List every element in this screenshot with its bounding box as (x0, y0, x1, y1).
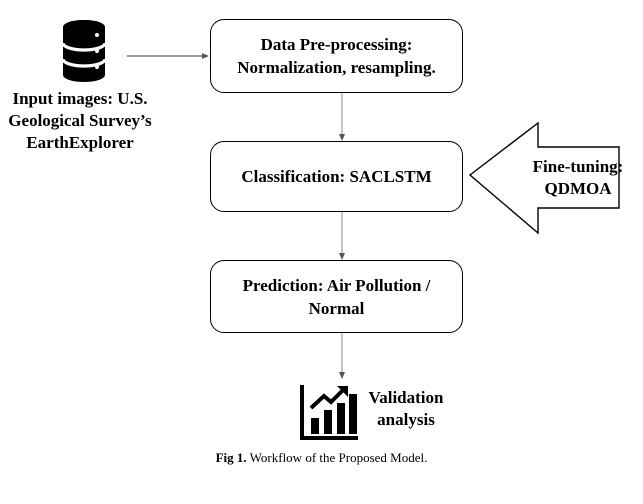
figure-caption: Fig 1. Workflow of the Proposed Model. (0, 449, 643, 467)
database-icon (61, 20, 107, 82)
validation-label: Validation analysis (362, 387, 450, 431)
validation-label-line: Validation (368, 388, 444, 407)
input-label-line: Input images: U.S. (12, 89, 148, 108)
finetuning-label-line: Fine-tuning: (532, 157, 624, 176)
validation-label-line: analysis (377, 410, 435, 429)
step-prediction: Prediction: Air Pollution / Normal (210, 260, 463, 333)
step-preprocessing: Data Pre-processing: Normalization, resa… (210, 19, 463, 93)
step-text: Normal (308, 298, 365, 318)
caption-text: Workflow of the Proposed Model. (246, 450, 428, 465)
arrow-left-icon (468, 121, 620, 235)
input-label: Input images: U.S. Geological Survey’s E… (4, 88, 156, 154)
finetuning-label: Fine-tuning: QDMOA (528, 156, 628, 200)
finetuning-label-line: QDMOA (544, 179, 612, 198)
input-label-line: Geological Survey’s (8, 111, 152, 130)
bar-chart-growth-icon (300, 385, 358, 440)
step-text: Prediction: Air Pollution / (242, 275, 431, 295)
step-classification: Classification: SACLSTM (210, 141, 463, 212)
step-text: Classification: SACLSTM (241, 167, 432, 186)
step-text: Normalization, resampling. (237, 58, 436, 77)
step-text: Data Pre-processing: (260, 35, 413, 54)
input-label-line: EarthExplorer (26, 133, 134, 152)
caption-label: Fig 1. (215, 450, 247, 465)
